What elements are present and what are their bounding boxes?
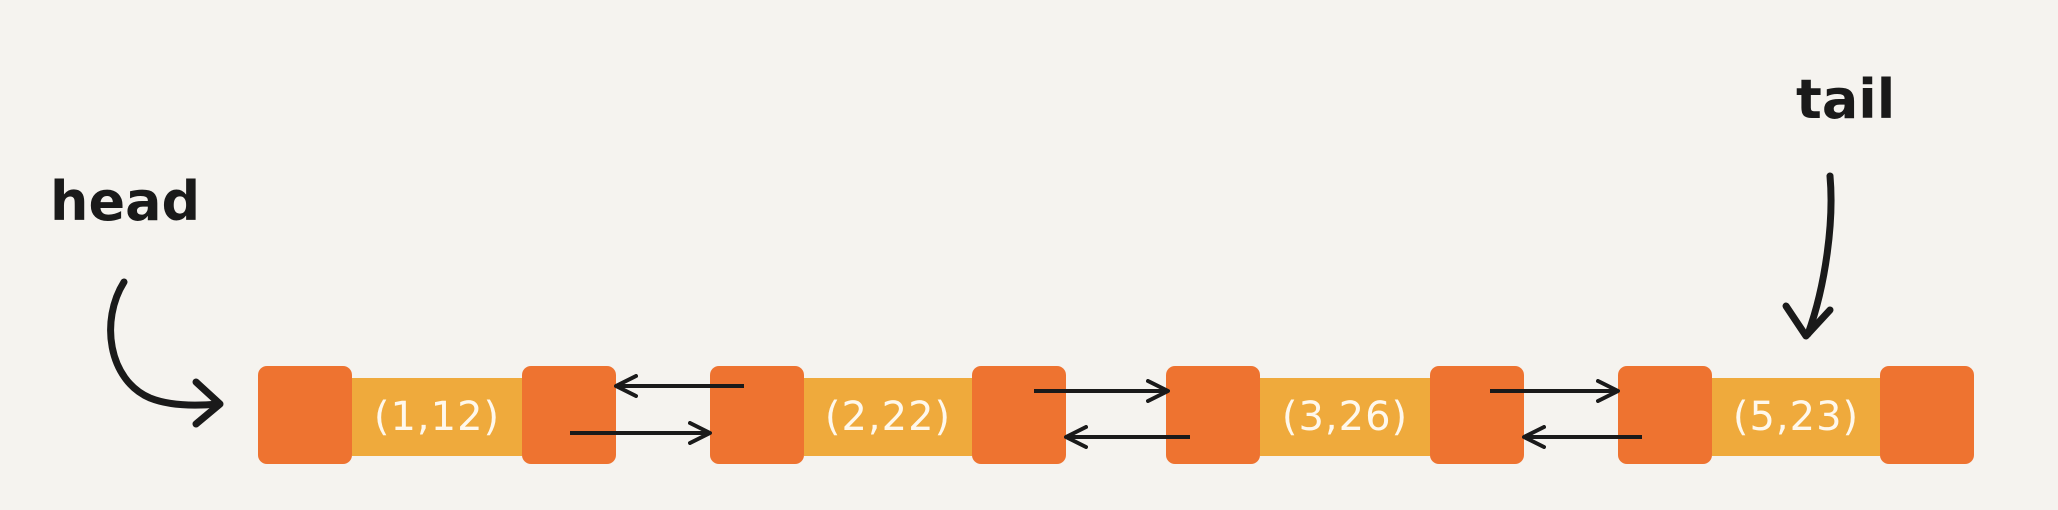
node-value: (5,23) [1712, 378, 1880, 456]
head-pointer-arrow [107, 278, 222, 409]
prev-pointer-cell [1618, 366, 1712, 464]
tail-arrowhead [1782, 302, 1834, 340]
tail-label: tail [1796, 68, 1896, 131]
prev-pointer-cell [1166, 366, 1260, 464]
next-pointer-cell [1430, 366, 1524, 464]
node-value: (3,26) [1260, 378, 1430, 456]
node-value: (1,12) [352, 378, 522, 456]
prev-pointer-cell [710, 366, 804, 464]
head-label: head [50, 170, 201, 233]
node-value: (2,22) [804, 378, 972, 456]
next-pointer-cell [972, 366, 1066, 464]
list-node-4: (5,23) [1618, 366, 1974, 464]
next-pointer-cell [1880, 366, 1974, 464]
list-node-1: (1,12) [258, 366, 616, 464]
list-node-3: (3,26) [1166, 366, 1524, 464]
next-pointer-cell [522, 366, 616, 464]
list-node-2: (2,22) [710, 366, 1066, 464]
head-arrowhead [192, 378, 224, 428]
tail-pointer-arrow [1804, 172, 1835, 338]
prev-pointer-cell [258, 366, 352, 464]
